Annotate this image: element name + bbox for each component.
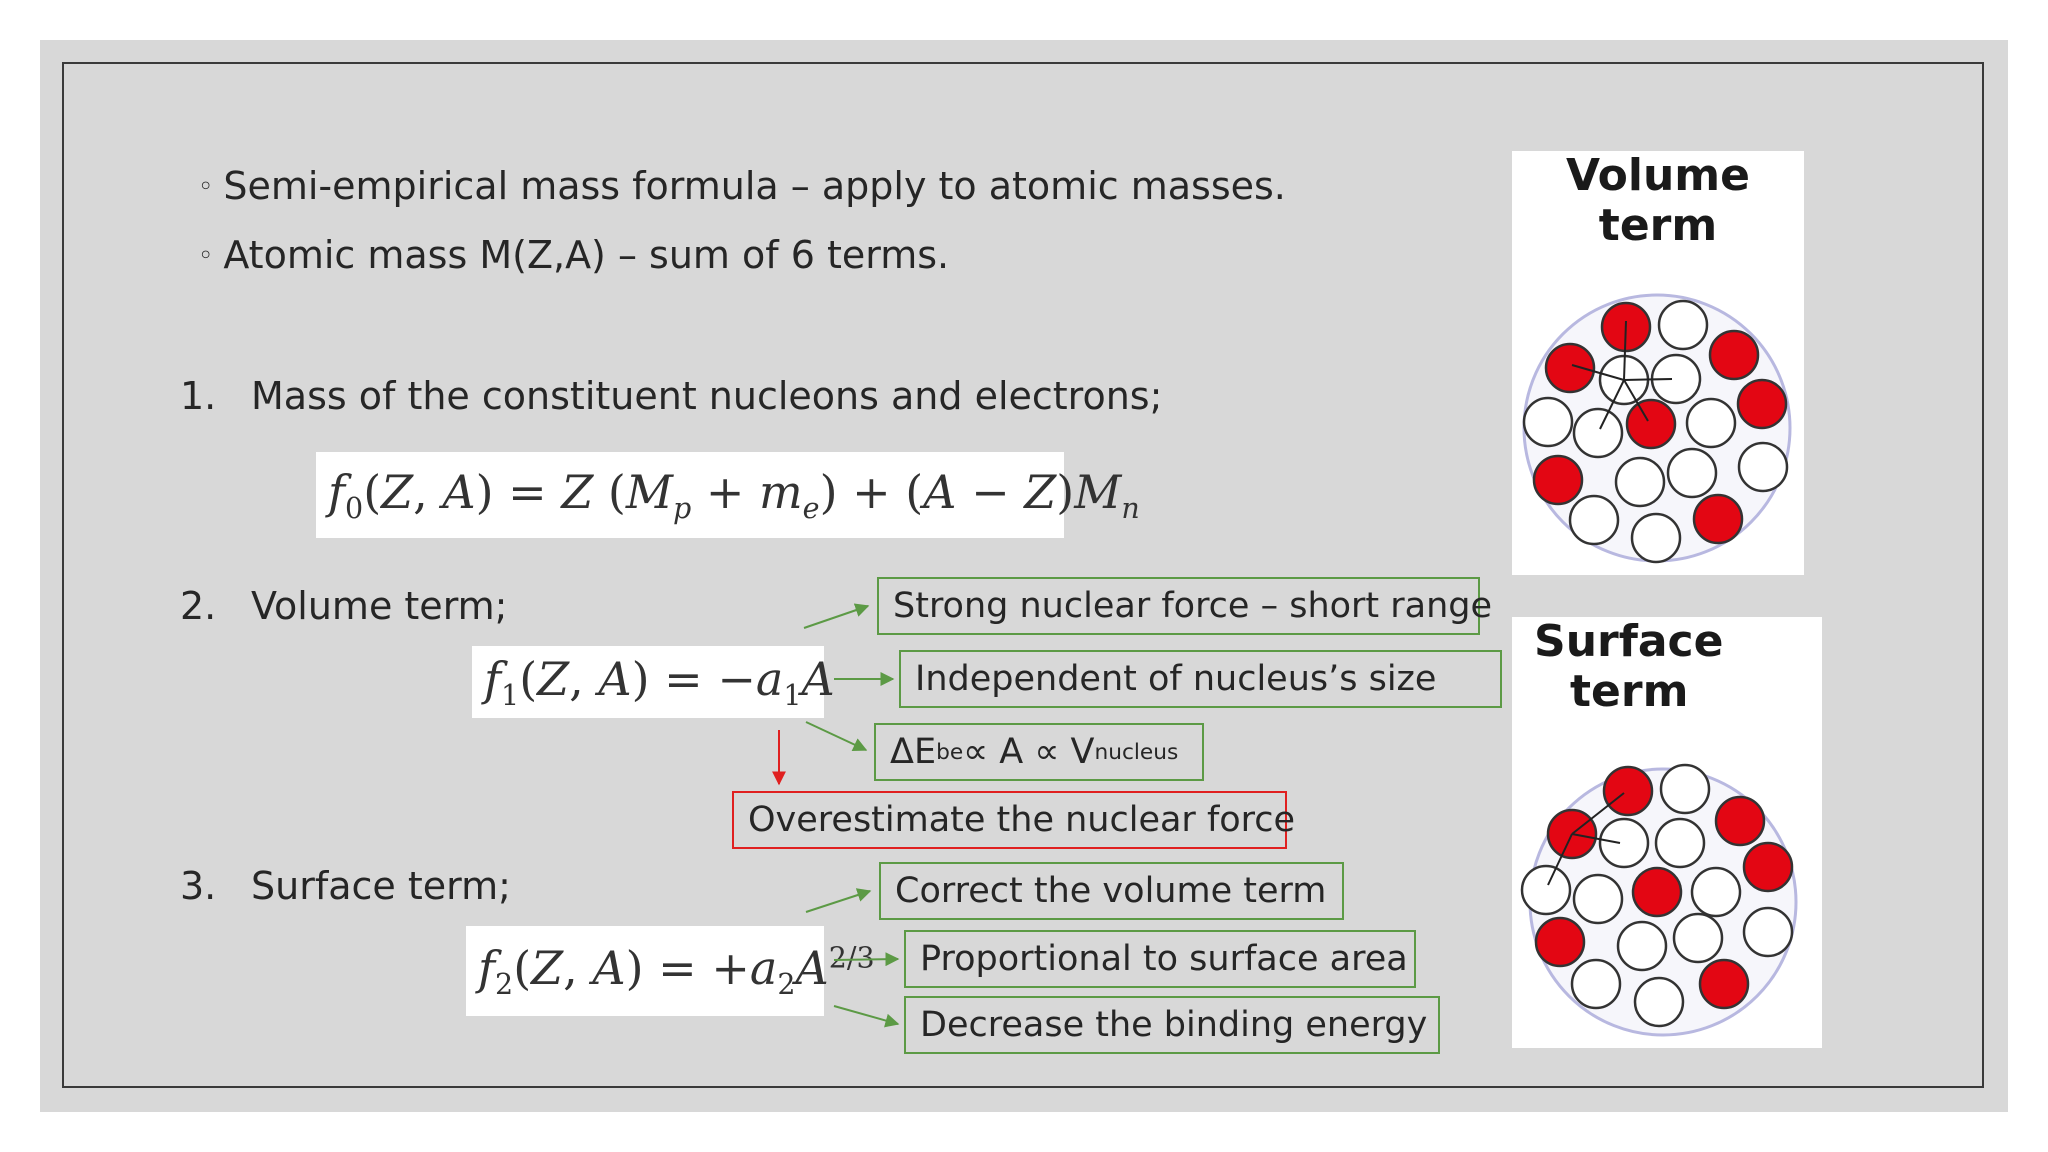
note-proportional-surface: Proportional to surface area [904,930,1416,988]
bullet-marker: ◦ [198,172,214,202]
proportional-text: ∝ A ∝ V [963,732,1095,772]
item-3-number: 3. [180,864,217,908]
note-independent-size: Independent of nucleus’s size [899,650,1502,708]
bullet-text: Semi-empirical mass formula – apply to a… [223,164,1286,208]
item-1-label: Mass of the constituent nucleons and ele… [251,374,1163,418]
delta-e-symbol: ΔE [890,732,937,772]
delta-e-subscript: be [936,739,964,765]
equation-f2: f2(Z, A) = +a2A2/3 [466,926,875,1016]
volume-subscript: nucleus [1094,739,1179,765]
bullet-atomic-mass: ◦ Atomic mass M(Z,A) – sum of 6 terms. [198,233,949,277]
volume-term-panel: Volume term [1512,151,1804,575]
note-decrease-binding: Decrease the binding energy [904,996,1440,1054]
volume-title-line1: Volume [1566,150,1750,201]
note-correct-volume: Correct the volume term [879,862,1344,920]
bullet-marker: ◦ [198,241,214,271]
equation-f1: f1(Z, A) = −a1A [472,646,835,718]
item-3-label: Surface term; [251,864,511,908]
note-strong-force: Strong nuclear force – short range [877,577,1492,635]
bullet-text: Atomic mass M(Z,A) – sum of 6 terms. [223,233,950,277]
item-2-label: Volume term; [251,584,508,628]
equation-f0: f0(Z, A) = Z (Mp + me) + (A − Z)Mn [316,452,1140,538]
item-2-number: 2. [180,584,217,628]
note-overestimate: Overestimate the nuclear force [732,791,1295,849]
surface-nucleus-diagram [1520,763,1798,1037]
surface-term-panel: Surface term [1512,617,1822,1048]
volume-title-line2: term [1598,200,1718,251]
slide-frame [62,62,1984,1088]
item-1-number: 1. [180,374,217,418]
volume-nucleus-diagram [1522,293,1792,564]
surface-title-line1: Surface [1534,616,1724,667]
surface-title-line2: term [1570,666,1689,717]
bullet-semi-empirical: ◦ Semi-empirical mass formula – apply to … [198,164,1286,208]
